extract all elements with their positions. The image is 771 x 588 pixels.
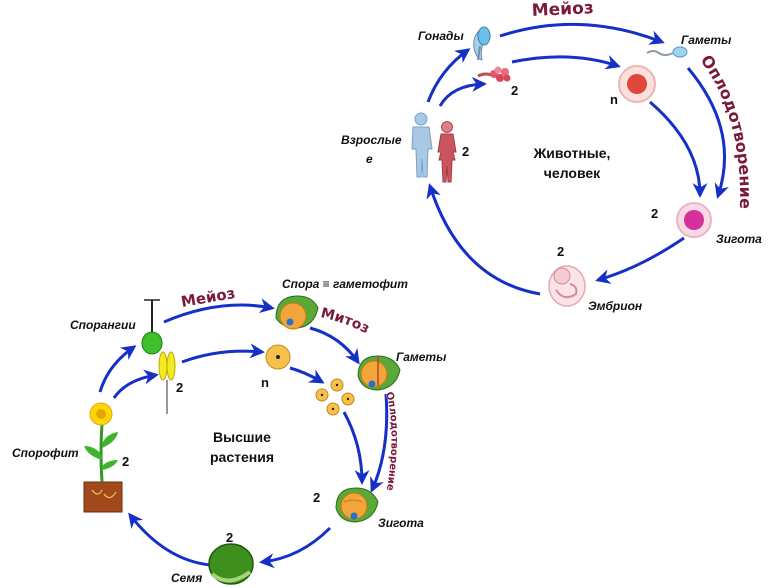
tissue-ploidy: 2 (511, 83, 519, 98)
arrow-gonads-to-gametes (499, 22, 665, 45)
arrow-tissue-to-egg (511, 55, 621, 70)
egg-cell-icon (618, 65, 656, 103)
gametes-flower-icon (357, 355, 401, 391)
arrow-small-spores-to-zygote (342, 411, 370, 485)
plant-cycle-title-line1: Высшие (213, 429, 271, 445)
sporophyte-ploidy: 2 (122, 454, 130, 469)
sporophyte-plant-icon (83, 402, 123, 513)
sporangium-icon (141, 299, 163, 355)
animal-gametes-label: Гаметы (681, 33, 732, 47)
plant-gametes-label: Гаметы (396, 350, 447, 364)
animal-cycle-title-line1: Животные, (533, 145, 611, 161)
arrow-zygote-to-embryo (595, 236, 685, 284)
sporophyte-label: Спорофит (12, 446, 79, 460)
arrow-zygote-to-seed (259, 526, 332, 569)
plant-zygote-label: Зигота (378, 516, 424, 530)
zygote-icon (676, 202, 712, 238)
animal-zygote-label: Зигота (716, 232, 762, 246)
spore-gametophyte-icon (275, 295, 319, 330)
spore-gametophyte-label: Спора ≡ гаметофит (282, 277, 408, 291)
plant-cycle-title: Высшие растения (192, 427, 292, 467)
embryo-ploidy: 2 (557, 244, 565, 259)
animal-cycle-title: Животные, человек (522, 143, 622, 183)
haploid-ploidy: n (261, 375, 269, 390)
human-adults-icon (411, 112, 457, 183)
arrow-sporophyte-to-stamens (112, 369, 159, 399)
egg-ploidy: n (610, 92, 618, 107)
arrow-sporangium-to-spore (163, 298, 275, 324)
arrow-stamens-to-haploid-spore (181, 343, 265, 364)
zygote-plant-icon (335, 487, 379, 523)
seed-icon (208, 543, 254, 585)
stamens-ploidy: 2 (176, 380, 184, 395)
animal-fertilization-label: Оплодотворение (697, 51, 755, 209)
arrow-adults-to-tissue (438, 76, 487, 107)
arrow-gametes-to-zygote (686, 67, 729, 199)
embryo-icon (548, 265, 586, 307)
animal-meiosis-label: Мейоз (531, 0, 594, 21)
ovary-tissue-icon (477, 66, 511, 82)
small-spores-icon (315, 378, 355, 416)
arrow-sporophyte-to-sporangium (98, 345, 137, 393)
animal-cycle-title-line2: человек (543, 165, 601, 181)
plant-cycle-title-line2: растения (210, 449, 274, 465)
adults-label-line1: Взрослые (341, 133, 402, 147)
arrow-seed-to-sporophyte (128, 512, 211, 567)
zygote-ploidy: 2 (651, 206, 659, 221)
gonad-icon (473, 26, 491, 61)
arrow-adults-to-gonads (426, 48, 471, 103)
adults-label-line2: е (366, 152, 373, 166)
arrow-haploid-to-small-spores (289, 366, 325, 384)
plant-mitosis-label: Митоз (319, 305, 372, 337)
arrow-egg-to-zygote (649, 100, 708, 198)
adults-ploidy: 2 (462, 144, 470, 159)
plant-zygote-ploidy: 2 (313, 490, 321, 505)
gonads-label: Гонады (418, 29, 464, 43)
seed-label: Семя (171, 571, 203, 585)
plant-cycle-arrows (98, 298, 389, 569)
arrow-spore-to-gametophyte (309, 326, 360, 365)
stamens-icon (158, 351, 176, 414)
animal-cycle-arrows (426, 22, 729, 296)
arrow-embryo-to-adults (426, 183, 541, 296)
embryo-label: Эмбрион (588, 299, 643, 313)
seed-ploidy: 2 (226, 530, 234, 545)
haploid-spore-icon (265, 344, 291, 370)
sporangia-label: Спорангии (70, 318, 136, 332)
sperm-icon (646, 46, 688, 58)
arrow-gametophyte-to-zygote (370, 393, 389, 493)
